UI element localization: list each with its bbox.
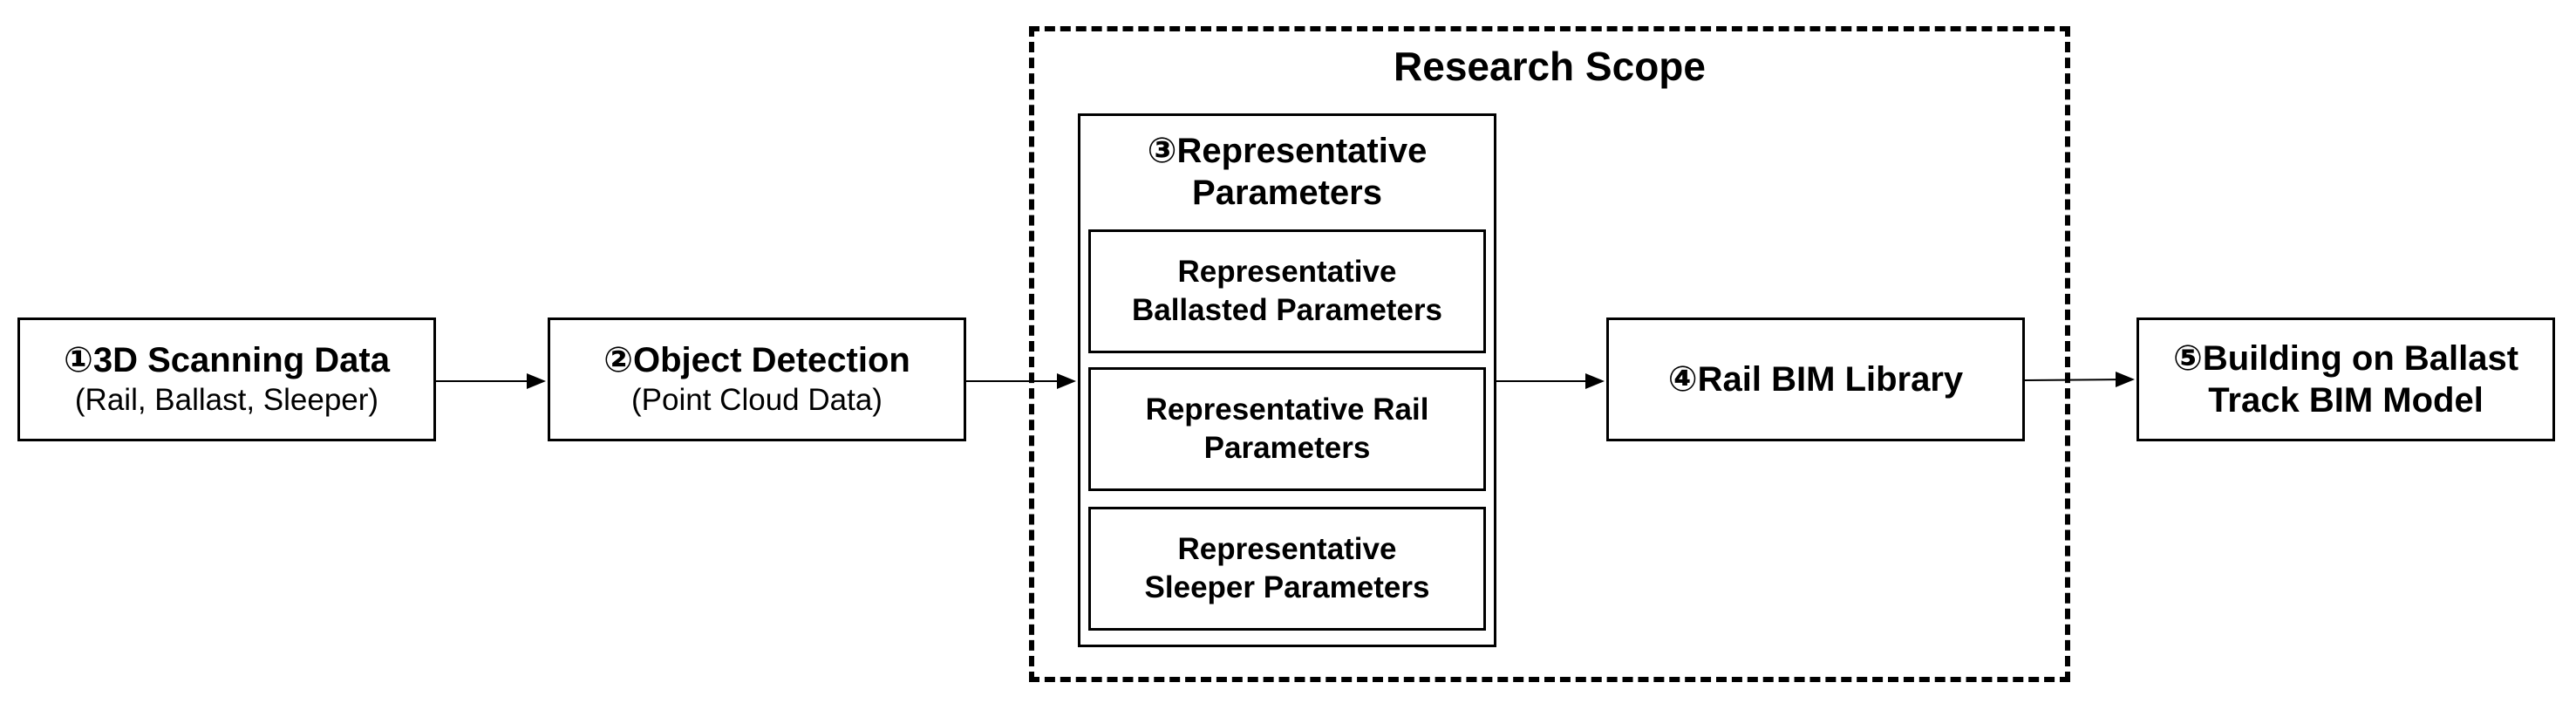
ballast-track-bim-model-line1: ⑤Building on Ballast	[2172, 339, 2519, 378]
ballast-track-bim-model-line2: Track BIM Model	[2208, 381, 2484, 420]
representative-parameters-title-line1: ③Representative	[1147, 132, 1428, 170]
rail-parameters-box: Representative Rail Parameters	[1088, 367, 1486, 491]
research-scope-title: Research Scope	[1394, 44, 1706, 89]
representative-parameters-title-line2: Parameters	[1192, 174, 1382, 212]
rail-parameters-line1: Representative Rail	[1145, 393, 1429, 427]
ballasted-parameters-line1: Representative	[1177, 255, 1397, 289]
arrowhead-3	[1585, 373, 1605, 389]
arrow-library-to-model	[2024, 379, 2129, 381]
object-detection-title: ②Object Detection	[603, 341, 910, 379]
ballasted-parameters-box: Representative Ballasted Parameters	[1088, 229, 1486, 353]
rail-bim-library-box: ④Rail BIM Library	[1606, 317, 2025, 441]
scanning-data-box: ①3D Scanning Data (Rail, Ballast, Sleepe…	[17, 317, 436, 441]
sleeper-parameters-line2: Sleeper Parameters	[1144, 570, 1430, 604]
rail-bim-library-title: ④Rail BIM Library	[1667, 360, 1964, 399]
object-detection-subtitle: (Point Cloud Data)	[631, 383, 883, 417]
arrowhead-2	[1057, 373, 1076, 389]
arrowhead-4	[2116, 372, 2135, 387]
rail-parameters-line2: Parameters	[1203, 431, 1371, 465]
scanning-data-subtitle: (Rail, Ballast, Sleeper)	[74, 383, 379, 417]
sleeper-parameters-box: Representative Sleeper Parameters	[1088, 507, 1486, 631]
sleeper-parameters-line1: Representative	[1177, 532, 1397, 566]
arrowhead-1	[527, 373, 546, 389]
scanning-data-title: ①3D Scanning Data	[64, 341, 390, 379]
object-detection-box: ②Object Detection (Point Cloud Data)	[548, 317, 966, 441]
ballast-track-bim-model-box: ⑤Building on Ballast Track BIM Model	[2136, 317, 2555, 441]
research-scope-frame	[1029, 26, 2070, 682]
ballasted-parameters-line2: Ballasted Parameters	[1131, 293, 1443, 327]
